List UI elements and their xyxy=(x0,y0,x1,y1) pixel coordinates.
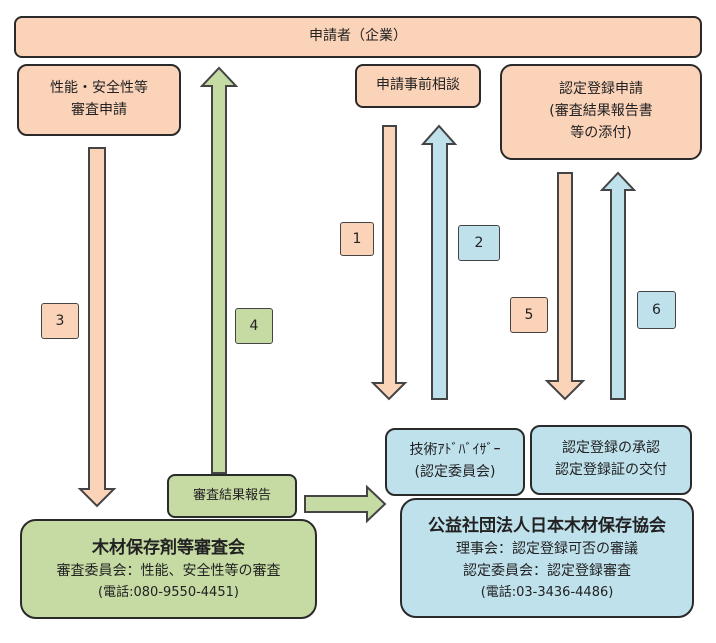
approval-box: 認定登録の承認 認定登録証の交付 xyxy=(530,425,692,495)
step-5-badge: 5 xyxy=(510,297,548,333)
step-6-badge: 6 xyxy=(637,291,676,329)
step-1-badge: 1 xyxy=(340,222,374,256)
council-box: 木材保存剤等審査会 審査委員会：性能、安全性等の審査 (電話:080-9550-… xyxy=(20,519,317,619)
arrow-1-down xyxy=(370,125,408,401)
perf-request-line2: 審査申請 xyxy=(71,102,127,118)
consult-label: 申請事前相談 xyxy=(376,77,460,94)
council-phone: (電話:080-9550-4451) xyxy=(98,584,239,600)
approval-line1: 認定登録の承認 xyxy=(562,440,660,457)
step-6-label: 6 xyxy=(652,302,661,318)
arrow-3-down xyxy=(77,147,117,508)
review-report-box: 審査結果報告 xyxy=(167,474,297,518)
step-4-label: 4 xyxy=(249,318,259,334)
perf-request-box: 性能・安全性等 審査申請 xyxy=(17,64,181,136)
cert-request-line3: 等の添付) xyxy=(570,124,632,141)
step-3-label: 3 xyxy=(55,313,65,329)
association-box: 公益社団法人日本木材保存協会 理事会：認定登録可否の審議 認定委員会：認定登録審… xyxy=(400,498,694,618)
applicant-label: 申請者（企業） xyxy=(309,28,407,45)
association-phone: (電話:03-3436-4486) xyxy=(480,584,614,600)
advisor-line1: 技術ｱﾄﾞﾊﾞｲｻﾞｰ xyxy=(409,442,501,459)
review-report-label: 審査結果報告 xyxy=(192,487,271,503)
advisor-line2: (認定委員会) xyxy=(414,464,496,480)
step-2-badge: 2 xyxy=(458,225,500,261)
arrow-6-up xyxy=(599,171,637,400)
cert-request-line1: 認定登録申請 xyxy=(559,81,643,98)
approval-line2: 認定登録証の交付 xyxy=(555,462,667,478)
advisor-box: 技術ｱﾄﾞﾊﾞｲｻﾞｰ (認定委員会) xyxy=(385,428,525,496)
applicant-box: 申請者（企業） xyxy=(14,16,702,58)
consult-box: 申請事前相談 xyxy=(355,64,481,108)
council-name: 木材保存剤等審査会 xyxy=(92,537,245,558)
cert-request-line2: (審査結果報告書 xyxy=(549,103,653,120)
cert-request-box: 認定登録申請 (審査結果報告書 等の添付) xyxy=(500,64,702,160)
arrow-report-right xyxy=(304,484,387,524)
arrow-2-up xyxy=(420,124,458,400)
arrow-5-down xyxy=(544,172,586,401)
association-line1: 理事会：認定登録可否の審議 xyxy=(456,541,638,558)
association-name: 公益社団法人日本木材保存協会 xyxy=(428,516,666,537)
step-5-label: 5 xyxy=(524,307,534,323)
council-line1: 審査委員会：性能、安全性等の審査 xyxy=(56,563,281,580)
step-4-badge: 4 xyxy=(235,308,273,344)
perf-request-line1: 性能・安全性等 xyxy=(50,80,148,97)
association-line2: 認定委員会：認定登録審査 xyxy=(463,563,631,580)
step-2-label: 2 xyxy=(474,235,484,251)
arrow-4-up xyxy=(199,66,239,474)
step-3-badge: 3 xyxy=(41,303,79,339)
step-1-label: 1 xyxy=(352,231,362,247)
